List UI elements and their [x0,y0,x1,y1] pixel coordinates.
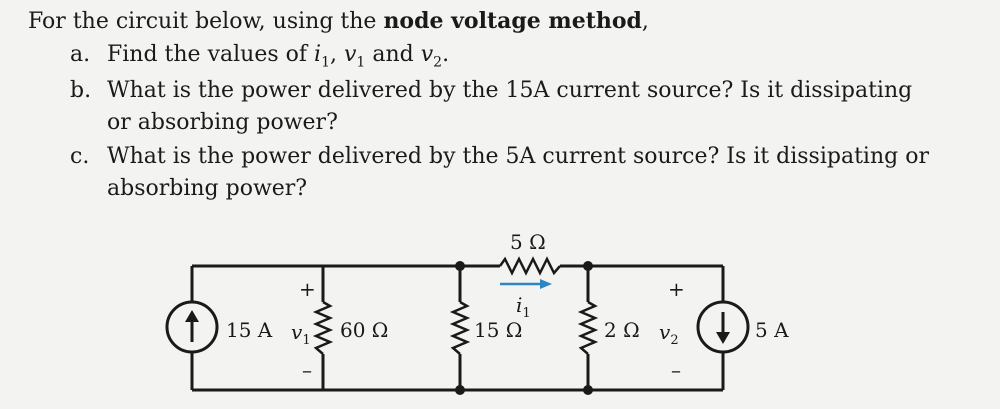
v1-symbol: v [343,42,357,67]
resistor-15-ohm [449,300,471,355]
label-5a: 5 A [755,318,789,342]
v2-sub-circuit: 2 [670,333,679,348]
node-bottom-mid [455,385,465,395]
v2-symbol: v [420,42,434,67]
label-2-ohm: 2 Ω [604,318,640,342]
part-c-line1: What is the power delivered by the 5A cu… [107,144,929,169]
intro-bold: node voltage method [383,8,642,34]
plus-v1: + [299,277,316,301]
v2-label: v2 [659,320,679,348]
i1-symbol: i [314,42,322,67]
part-b-line1: What is the power delivered by the 15A c… [107,78,913,103]
label-60-ohm: 60 Ω [340,318,389,342]
v2-symbol-circuit: v [659,320,671,344]
and-word: and [365,42,421,67]
plus-v2: + [668,277,685,301]
label-5-ohm: 5 Ω [510,230,546,254]
i1-symbol-circuit: i [516,293,523,317]
part-b-marker: b. [70,78,92,103]
node-top-left [455,261,465,271]
resistor-60-ohm [312,300,334,355]
node-bottom-right [583,385,593,395]
resistor-5-ohm [498,256,561,276]
minus-v1: – [302,358,312,382]
v2-sub: 2 [433,54,443,71]
v1-label: v1 [291,320,311,348]
current-i1-arrow [500,279,552,289]
v1-symbol-circuit: v [291,320,303,344]
i1-label: i1 [516,293,531,321]
part-c-marker: c. [70,144,90,169]
sep: , [329,42,344,67]
part-c-line2: absorbing power? [107,176,308,201]
arrow-up-icon [185,310,199,322]
problem-intro: For the circuit below, using the node vo… [28,8,649,34]
part-a-text: Find the values of i1, v1 and v2. [107,42,449,70]
resistor-2-ohm [577,300,599,355]
arrow-down-icon [716,332,730,344]
current-source-15a [165,300,219,354]
node-top-right [583,261,593,271]
intro-end: , [641,9,649,34]
minus-v2: – [671,358,681,382]
part-a-marker: a. [70,42,91,67]
v1-sub: 1 [356,54,366,71]
i1-sub-circuit: 1 [522,306,531,321]
v1-sub-circuit: 1 [302,333,311,348]
label-15a: 15 A [226,318,273,342]
label-15-ohm: 15 Ω [474,318,523,342]
intro-text: For the circuit below, using the [28,9,384,34]
part-a-end: . [442,42,450,67]
part-b-line2: or absorbing power? [107,110,338,135]
current-source-5a [696,300,750,354]
i1-sub: 1 [321,54,330,71]
arrow-right-icon [540,279,552,289]
part-a-lead: Find the values of [107,42,315,67]
